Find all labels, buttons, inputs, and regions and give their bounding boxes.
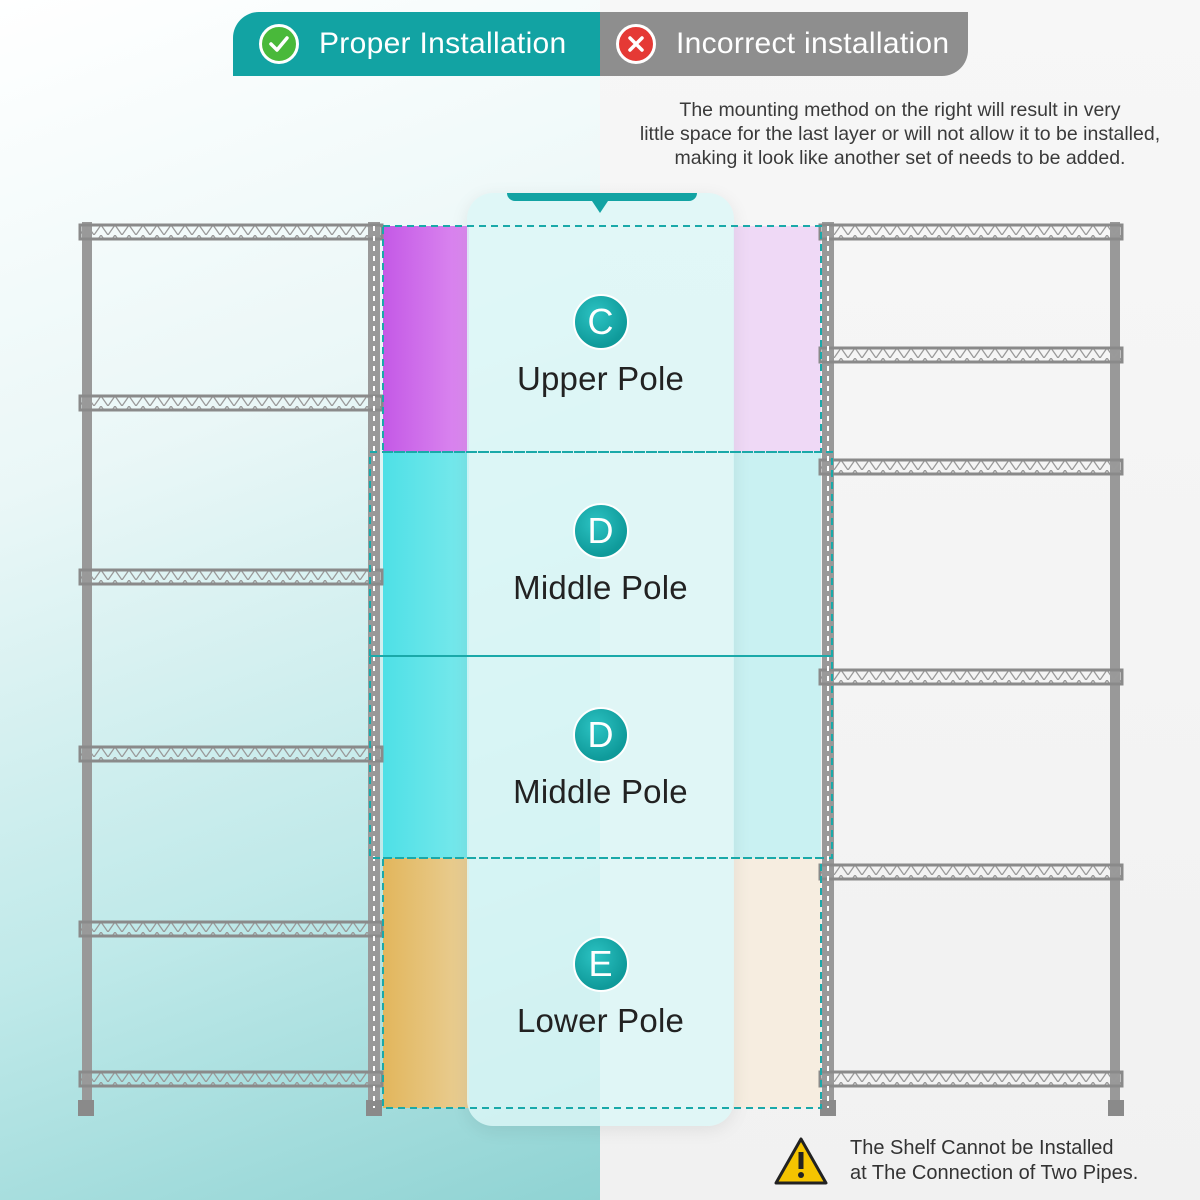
tab-incorrect-installation[interactable]: Incorrect installation	[600, 12, 968, 76]
segment-middle-pole-2: D Middle Pole	[467, 707, 734, 811]
segment-name: Middle Pole	[513, 773, 688, 810]
segment-upper-pole: C Upper Pole	[467, 294, 734, 398]
segment-name: Lower Pole	[516, 1002, 685, 1039]
segment-letter: D	[572, 503, 629, 559]
pole-joints	[373, 226, 829, 1108]
segment-middle-pole-1: D Middle Pole	[467, 503, 734, 607]
tab-proper-label: Proper Installation	[319, 27, 567, 60]
band-upper-right	[733, 226, 821, 452]
band-lower-left	[383, 858, 469, 1108]
note-line: making it look like another set of needs…	[674, 147, 1126, 169]
note-line: little space for the last layer or will …	[639, 123, 1161, 145]
segment-lower-pole: E Lower Pole	[467, 936, 734, 1040]
segment-letter: D	[572, 707, 629, 763]
segment-name: Upper Pole	[516, 360, 685, 397]
card-notch	[507, 193, 697, 201]
close-icon	[616, 24, 656, 64]
right-shelves	[818, 223, 1124, 1088]
warning-line: The Shelf Cannot be Installed	[850, 1137, 1114, 1159]
tab-proper-installation[interactable]: Proper Installation	[233, 12, 600, 76]
segment-name: Middle Pole	[513, 569, 688, 606]
segment-letter: E	[572, 936, 629, 992]
checkmark-icon	[259, 24, 299, 64]
band-lower-right	[733, 858, 821, 1108]
warning-note: The Shelf Cannot be Installed at The Con…	[774, 1136, 1138, 1186]
incorrect-note: The mounting method on the right will re…	[605, 98, 1195, 170]
tab-incorrect-label: Incorrect installation	[676, 27, 950, 60]
segment-letter: C	[572, 294, 629, 350]
warning-icon	[774, 1137, 828, 1185]
band-upper-left	[383, 226, 469, 452]
warning-line: at The Connection of Two Pipes.	[850, 1162, 1139, 1184]
note-line: The mounting method on the right will re…	[679, 99, 1121, 121]
